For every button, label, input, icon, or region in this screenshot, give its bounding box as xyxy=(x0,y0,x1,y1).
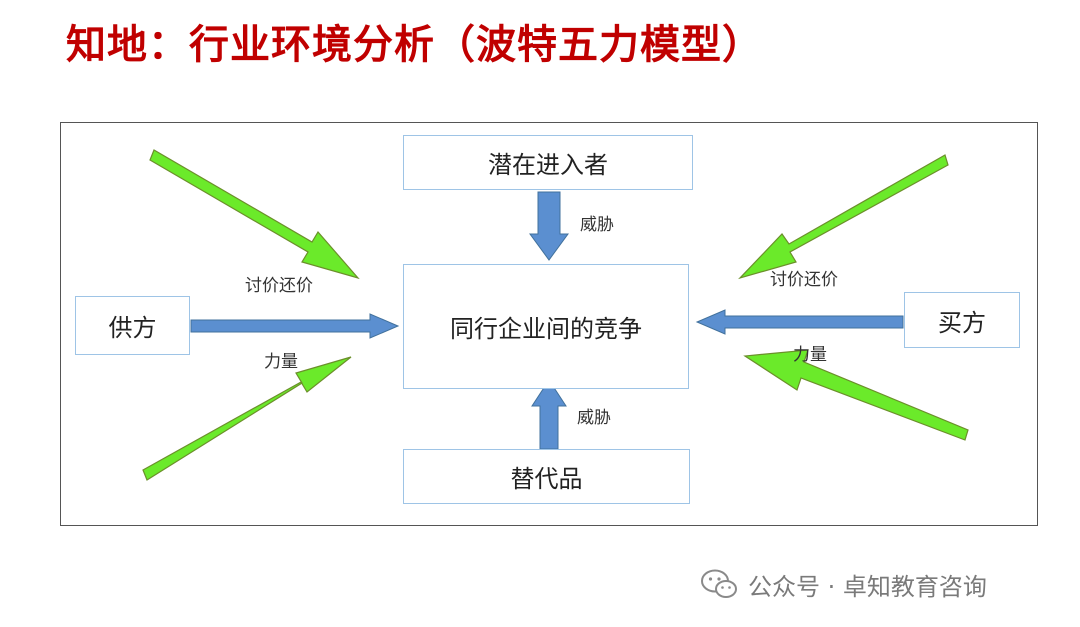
blue-arrow-left-buyer xyxy=(695,309,904,335)
label-threat-top: 威胁 xyxy=(580,215,614,235)
footer-text: 公众号 · 卓知教育咨询 xyxy=(748,572,987,601)
green-arrow-bottom-left xyxy=(142,356,352,481)
node-industry-rivalry: 同行企业间的竞争 xyxy=(403,264,689,389)
green-arrow-bottom-right xyxy=(743,349,969,441)
node-buyers: 买方 xyxy=(904,292,1020,348)
label-power-right: 力量 xyxy=(793,345,827,365)
page-title: 知地：行业环境分析（波特五力模型） xyxy=(66,22,763,68)
label-threat-bottom: 威胁 xyxy=(577,408,611,428)
label-power-left: 力量 xyxy=(264,352,298,372)
green-arrow-top-left xyxy=(149,149,360,280)
blue-arrow-down-threat xyxy=(529,191,569,261)
label-bargain-right: 讨价还价 xyxy=(770,270,838,290)
footer-watermark: 公众号 · 卓知教育咨询 xyxy=(700,566,987,602)
label-bargain-left: 讨价还价 xyxy=(245,276,313,296)
green-arrow-top-right xyxy=(738,154,949,280)
wechat-icon xyxy=(701,569,737,598)
node-suppliers: 供方 xyxy=(75,296,190,355)
node-substitutes: 替代品 xyxy=(403,449,690,504)
blue-arrow-up-threat xyxy=(531,379,567,450)
node-potential-entrants: 潜在进入者 xyxy=(403,135,693,190)
diagram-frame xyxy=(60,122,1038,526)
blue-arrow-right-supplier xyxy=(190,313,400,339)
